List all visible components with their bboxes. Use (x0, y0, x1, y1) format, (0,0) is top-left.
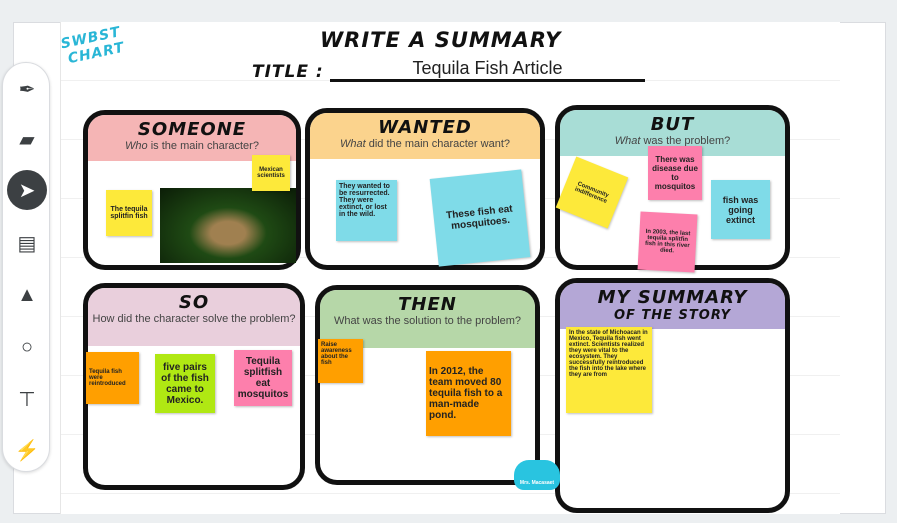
so-question: How did the character solve the problem? (92, 313, 296, 325)
sticky-note[interactable]: These fish eat mosquitoes. (429, 169, 531, 267)
someone-title: SOMEONE (137, 119, 247, 140)
circle-shape-icon[interactable]: ○ (20, 335, 34, 358)
summary-subtitle: OF THE STORY (613, 308, 732, 323)
sticky-note[interactable]: five pairs of the fish came to Mexico. (155, 354, 215, 413)
text-box-icon[interactable]: ⊤ (18, 388, 36, 411)
sticky-note[interactable]: fish was going extinct (711, 180, 770, 239)
wanted-title: WANTED (378, 117, 472, 138)
title-field[interactable]: Tequila Fish Article (330, 58, 645, 82)
fish-photo[interactable] (160, 188, 296, 263)
then-question: What was the solution to the problem? (333, 315, 522, 327)
sticky-note[interactable]: In the state of Michoacan in Mexico, Teq… (566, 327, 652, 413)
sticky-note[interactable]: Tequila fish were reintroduced (86, 352, 139, 404)
sticky-note[interactable]: They wanted to be resurrected. They were… (336, 180, 397, 241)
summary-title: MY SUMMARY (597, 287, 748, 308)
pen-icon[interactable]: ✒ (18, 78, 36, 101)
then-title: THEN (398, 294, 457, 315)
sticky-note[interactable]: In 2003, the last tequila splitfin fish … (637, 211, 698, 273)
author-badge: Mrs. Macasaet (514, 460, 560, 490)
title-label: TITLE : (252, 62, 324, 82)
sticky-note[interactable]: Mexican scientists (252, 155, 290, 191)
select-cursor-icon[interactable]: ➤ (7, 170, 47, 210)
title-value: Tequila Fish Article (412, 58, 563, 78)
but-question: What was the problem? (614, 135, 731, 147)
sticky-note[interactable]: Tequila splitfish eat mosquitos (234, 350, 292, 406)
but-title: BUT (650, 114, 695, 135)
image-icon[interactable]: ▲ (17, 283, 37, 306)
laser-pointer-icon[interactable]: ⚡ (14, 439, 40, 462)
sticky-note[interactable]: Raise awareness about the fish (318, 339, 363, 383)
sticky-note[interactable]: In 2012, the team moved 80 tequila fish … (426, 351, 511, 436)
toolbar: ✒ ▰ ➤ ▤ ▲ ○ ⊤ ⚡ (2, 62, 50, 472)
sticky-note[interactable]: The tequila splitfin fish (106, 190, 152, 236)
page-title: WRITE A SUMMARY (320, 28, 562, 52)
eraser-icon[interactable]: ▰ (19, 128, 35, 151)
sticky-note[interactable]: There was disease due to mosquitos (648, 146, 702, 200)
so-title: SO (178, 292, 210, 313)
sticky-note-icon[interactable]: ▤ (17, 232, 37, 255)
someone-question: Who is the main character? (125, 140, 259, 152)
wanted-question: What did the main character want? (340, 138, 510, 150)
